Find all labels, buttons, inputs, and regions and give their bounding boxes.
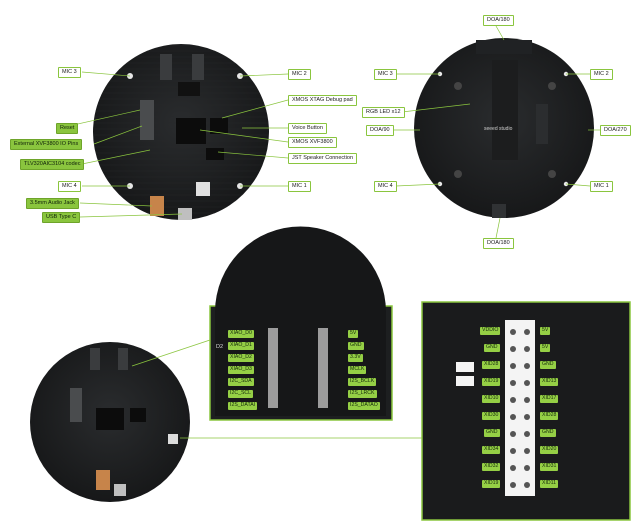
io-right-pin: XID17 (540, 395, 559, 403)
xiao-left-pin: XIAO_D2 (228, 354, 254, 362)
xiao-right-pin: 3.3V (348, 354, 363, 362)
xiao-right-pin: 5V (348, 330, 359, 338)
io-right-pin: XID13 (540, 378, 559, 386)
callout-jst-speaker: JST Speaker Connection (288, 153, 358, 164)
xiao-left-pin: I2S_DATAI (228, 402, 258, 410)
io-right-pin: XID31 (540, 463, 559, 471)
io-left-pin: XID34 (482, 446, 501, 454)
io-right-pin: XID20 (540, 446, 559, 454)
io-right-pin: 5V (540, 344, 551, 352)
callout-mic1-left: MIC 1 (288, 181, 311, 192)
io-left-pin: XID32 (482, 463, 501, 471)
io-left-pin: XID10 (482, 395, 501, 403)
xiao-right-pin: I2S_DATAO (348, 402, 380, 410)
io-left-pin: VDDIO (480, 327, 501, 335)
callout-mic2-left: MIC 2 (288, 69, 311, 80)
xiao-right-pin: I2S_LRCK (348, 390, 377, 398)
xiao-right-pin: MCLK (348, 366, 367, 374)
io-left-pin: GND (484, 429, 500, 437)
xiao-left-pin: I2C_SDA (228, 378, 254, 386)
io-right-pin: XID28 (540, 412, 559, 420)
io-zoom-panel (180, 301, 631, 521)
callout-audio-jack: 3.5mm Audio Jack (26, 198, 79, 209)
callout-reset: Reset (56, 123, 79, 134)
xiao-right-pin: GND (348, 342, 364, 350)
io-right-pin: GND (540, 361, 556, 369)
io-left-pin: GND (484, 344, 500, 352)
io-left-pin: XID19 (482, 378, 501, 386)
io-left-pin: XID30 (482, 412, 501, 420)
callout-rgb-leds: RGB LED x12 (362, 107, 405, 118)
callout-xmos-chip: XMOS XVF3800 (288, 137, 337, 148)
callout-mic4-left: MIC 4 (58, 181, 81, 192)
xiao-left-pin: XIAO_D1 (228, 342, 254, 350)
silkscreen-brand: seeed studio (484, 126, 513, 132)
callout-doa-270: DOA/270 (600, 125, 631, 136)
top-right-board (414, 38, 594, 218)
callout-mic1-right: MIC 1 (590, 181, 613, 192)
top-left-board (93, 44, 269, 220)
callout-voice-button: Voice Button (288, 123, 327, 134)
xiao-marker: D2 (216, 344, 224, 350)
callout-usb-type-c: USB Type C (42, 212, 81, 223)
bottom-left-board (30, 342, 190, 502)
xiao-right-pin: I2S_BCLK (348, 378, 377, 386)
callout-xtag-debug-pad: XMOS XTAG Debug pad (288, 95, 357, 106)
callout-mic4-right: MIC 4 (374, 181, 397, 192)
xiao-left-pin: XIAO_D0 (228, 330, 254, 338)
io-left-pin: XID19 (482, 480, 501, 488)
callout-mic2-right: MIC 2 (590, 69, 613, 80)
callout-doa-bottom: DOA/180 (483, 238, 514, 249)
io-right-pin: XID11 (540, 480, 559, 488)
callout-doa-top: DOA/180 (483, 15, 514, 26)
io-left-pin: XID28 (482, 361, 501, 369)
io-right-pin: GND (540, 429, 556, 437)
callout-codec: TLV320AIC3104 codec (20, 159, 85, 170)
callout-doa-90: DOA/90 (366, 125, 394, 136)
callout-external-io-pins: External XVF3800 IO Pins (10, 139, 83, 150)
callout-mic3-right: MIC 3 (374, 69, 397, 80)
xiao-left-pin: XIAO_D3 (228, 366, 254, 374)
xiao-left-pin: I2C_SCL (228, 390, 254, 398)
callout-mic3-left: MIC 3 (58, 67, 81, 78)
io-right-pin: 5V (540, 327, 551, 335)
xiao-zoom-panel (131, 226, 393, 421)
